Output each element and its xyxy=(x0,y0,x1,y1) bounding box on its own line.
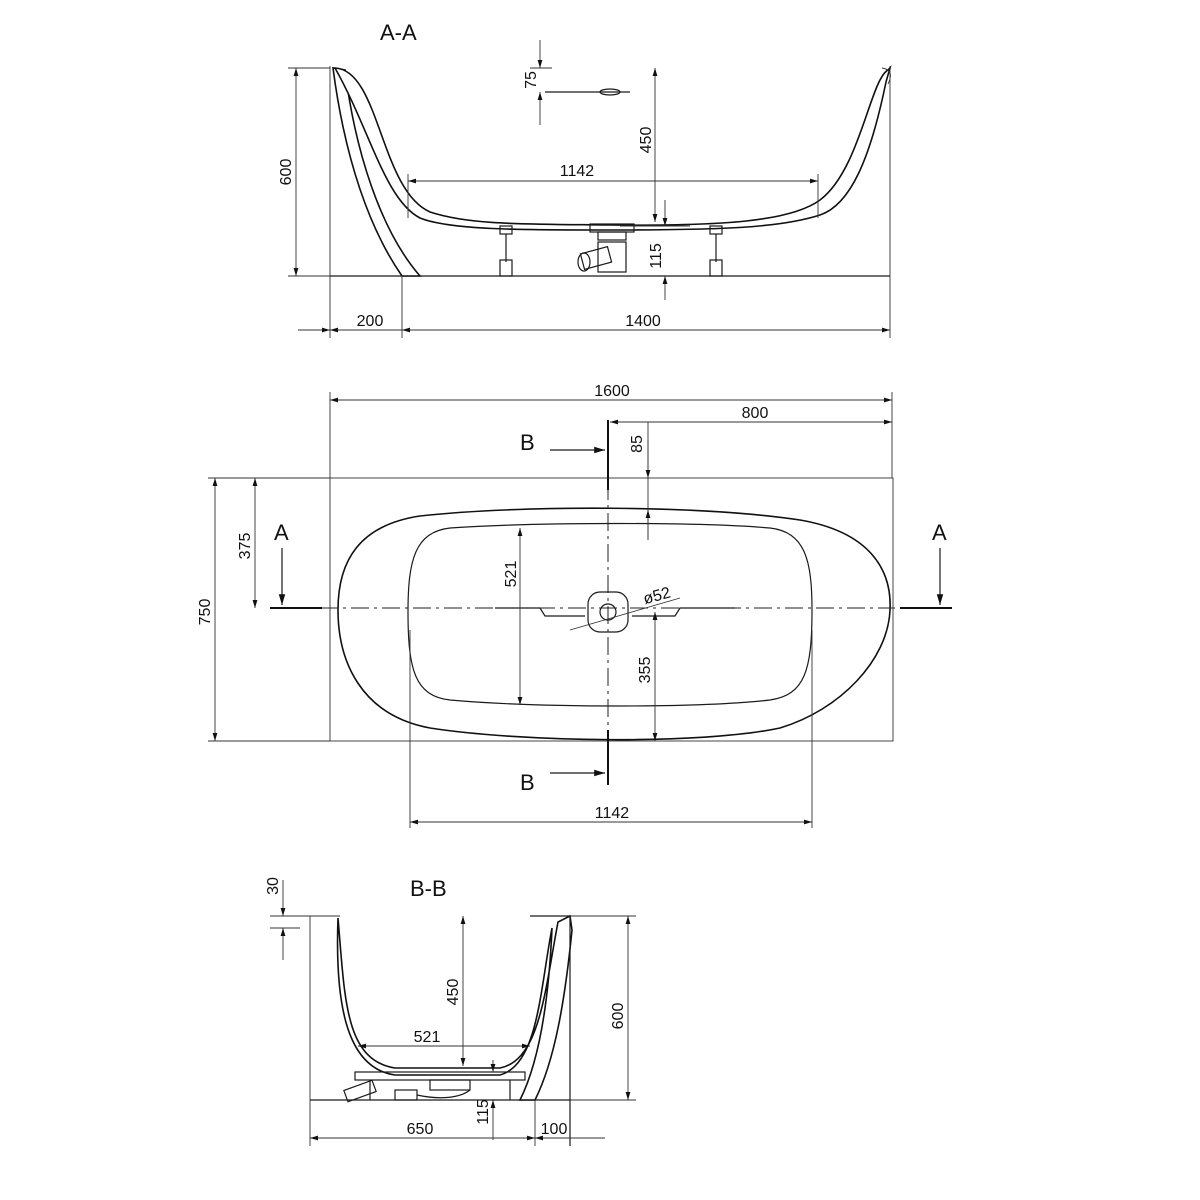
section-marker-b-bottom: B xyxy=(520,770,535,795)
dim-aa-offset: 200 xyxy=(357,313,384,330)
dim-plan-inner-width: 521 xyxy=(503,561,520,588)
section-marker-a-right: A xyxy=(932,520,947,545)
dim-plan-half-length: 800 xyxy=(742,405,769,422)
dim-plan-drain-offset: 355 xyxy=(637,657,654,684)
dim-aa-depth: 450 xyxy=(638,127,655,154)
dim-bb-rim: 30 xyxy=(265,877,282,895)
bathtub-outer-rim-plan xyxy=(337,507,891,741)
dim-aa-overflow: 75 xyxy=(523,71,540,89)
leg-left-aa xyxy=(499,225,513,277)
section-marker-b-top: B xyxy=(520,430,535,455)
dim-bb-inner-width: 521 xyxy=(414,1029,441,1046)
dim-aa-inner-length: 1142 xyxy=(560,163,595,180)
dim-plan-b-offset: 85 xyxy=(629,435,646,453)
dim-aa-length: 1400 xyxy=(625,313,661,330)
dim-plan-total-length: 1600 xyxy=(594,383,630,400)
dim-plan-inner-length: 1142 xyxy=(595,805,630,822)
drain-plan xyxy=(587,591,629,633)
dim-plan-drain-diameter: ø52 xyxy=(642,585,673,609)
bathtub-inner-bowl-plan xyxy=(407,522,813,707)
dim-bb-depth: 450 xyxy=(445,979,462,1006)
dim-bb-height: 600 xyxy=(610,1003,627,1030)
section-a-a: A-A xyxy=(278,20,892,338)
plan-view: 1600 800 ø52 B B A A 85 xyxy=(197,383,952,828)
drain-assembly-aa xyxy=(577,223,635,273)
section-marker-a-left: A xyxy=(274,520,289,545)
drain-assembly-bb xyxy=(343,1071,526,1103)
plan-outline-rect xyxy=(329,477,894,742)
bathtub-bowl-aa xyxy=(333,65,892,231)
dim-aa-drain-height: 115 xyxy=(648,243,665,269)
leg-right-aa xyxy=(709,225,723,277)
dim-plan-a-offset: 375 xyxy=(237,533,254,560)
dim-bb-offset: 100 xyxy=(541,1121,568,1138)
dim-bb-drain-height: 115 xyxy=(475,1099,492,1125)
section-b-b-title: B-B xyxy=(410,876,447,901)
dim-aa-height: 600 xyxy=(278,159,295,186)
section-a-a-title: A-A xyxy=(380,20,417,45)
bathtub-shell-aa xyxy=(332,67,422,277)
dim-bb-width: 650 xyxy=(407,1121,434,1138)
dim-plan-width: 750 xyxy=(197,599,214,626)
section-b-b: B-B 30 600 450 521 xyxy=(265,876,636,1146)
